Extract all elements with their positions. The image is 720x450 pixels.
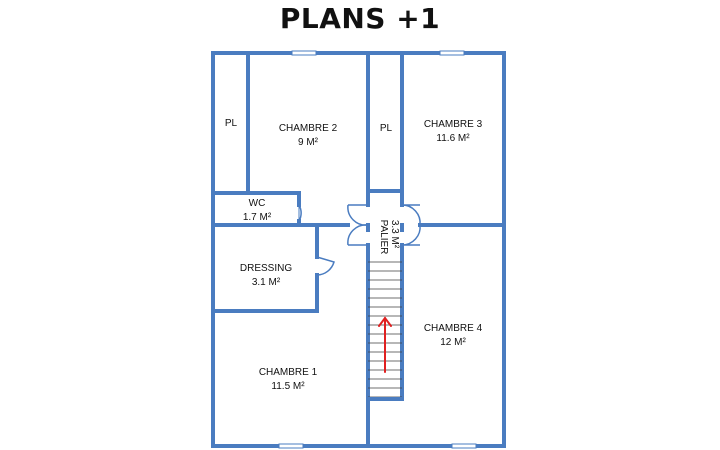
label-wc-area: 1.7 M² bbox=[243, 212, 272, 223]
label-dressing-name: DRESSING bbox=[240, 263, 292, 274]
door-chambre1 bbox=[347, 224, 369, 246]
stair-up-arrow bbox=[378, 316, 392, 373]
door-chambre2 bbox=[347, 204, 369, 226]
label-palier-name: PALIER bbox=[378, 220, 389, 255]
label-dressing-area: 3.1 M² bbox=[252, 277, 281, 288]
door-dressing bbox=[316, 256, 335, 276]
label-chambre1-name: CHAMBRE 1 bbox=[259, 367, 318, 378]
window-chambre4 bbox=[451, 443, 477, 449]
door-chambre4 bbox=[401, 224, 421, 246]
arrow-head bbox=[378, 316, 392, 327]
door-chambre3 bbox=[401, 204, 421, 226]
window-chambre3 bbox=[439, 50, 465, 56]
label-chambre1-area: 11.5 M² bbox=[271, 381, 305, 392]
label-chambre4-area: 12 M² bbox=[440, 337, 466, 348]
label-chambre4-name: CHAMBRE 4 bbox=[424, 323, 483, 334]
doors bbox=[298, 204, 421, 276]
label-wc-name: WC bbox=[249, 198, 266, 209]
label-chambre2-area: 9 M² bbox=[298, 137, 319, 148]
label-pl-middle: PL bbox=[380, 123, 393, 134]
label-palier-area: 3.3 M² bbox=[389, 220, 400, 249]
label-chambre2-name: CHAMBRE 2 bbox=[279, 123, 338, 134]
window-chambre2 bbox=[291, 50, 317, 56]
label-chambre3-name: CHAMBRE 3 bbox=[424, 119, 483, 130]
page-title: PLANS +1 bbox=[279, 2, 441, 35]
windows bbox=[278, 50, 477, 449]
walls bbox=[211, 51, 506, 448]
label-pl-left: PL bbox=[225, 118, 238, 129]
outer-wall bbox=[211, 51, 506, 448]
window-chambre1 bbox=[278, 443, 304, 449]
label-chambre3-area: 11.6 M² bbox=[436, 133, 470, 144]
